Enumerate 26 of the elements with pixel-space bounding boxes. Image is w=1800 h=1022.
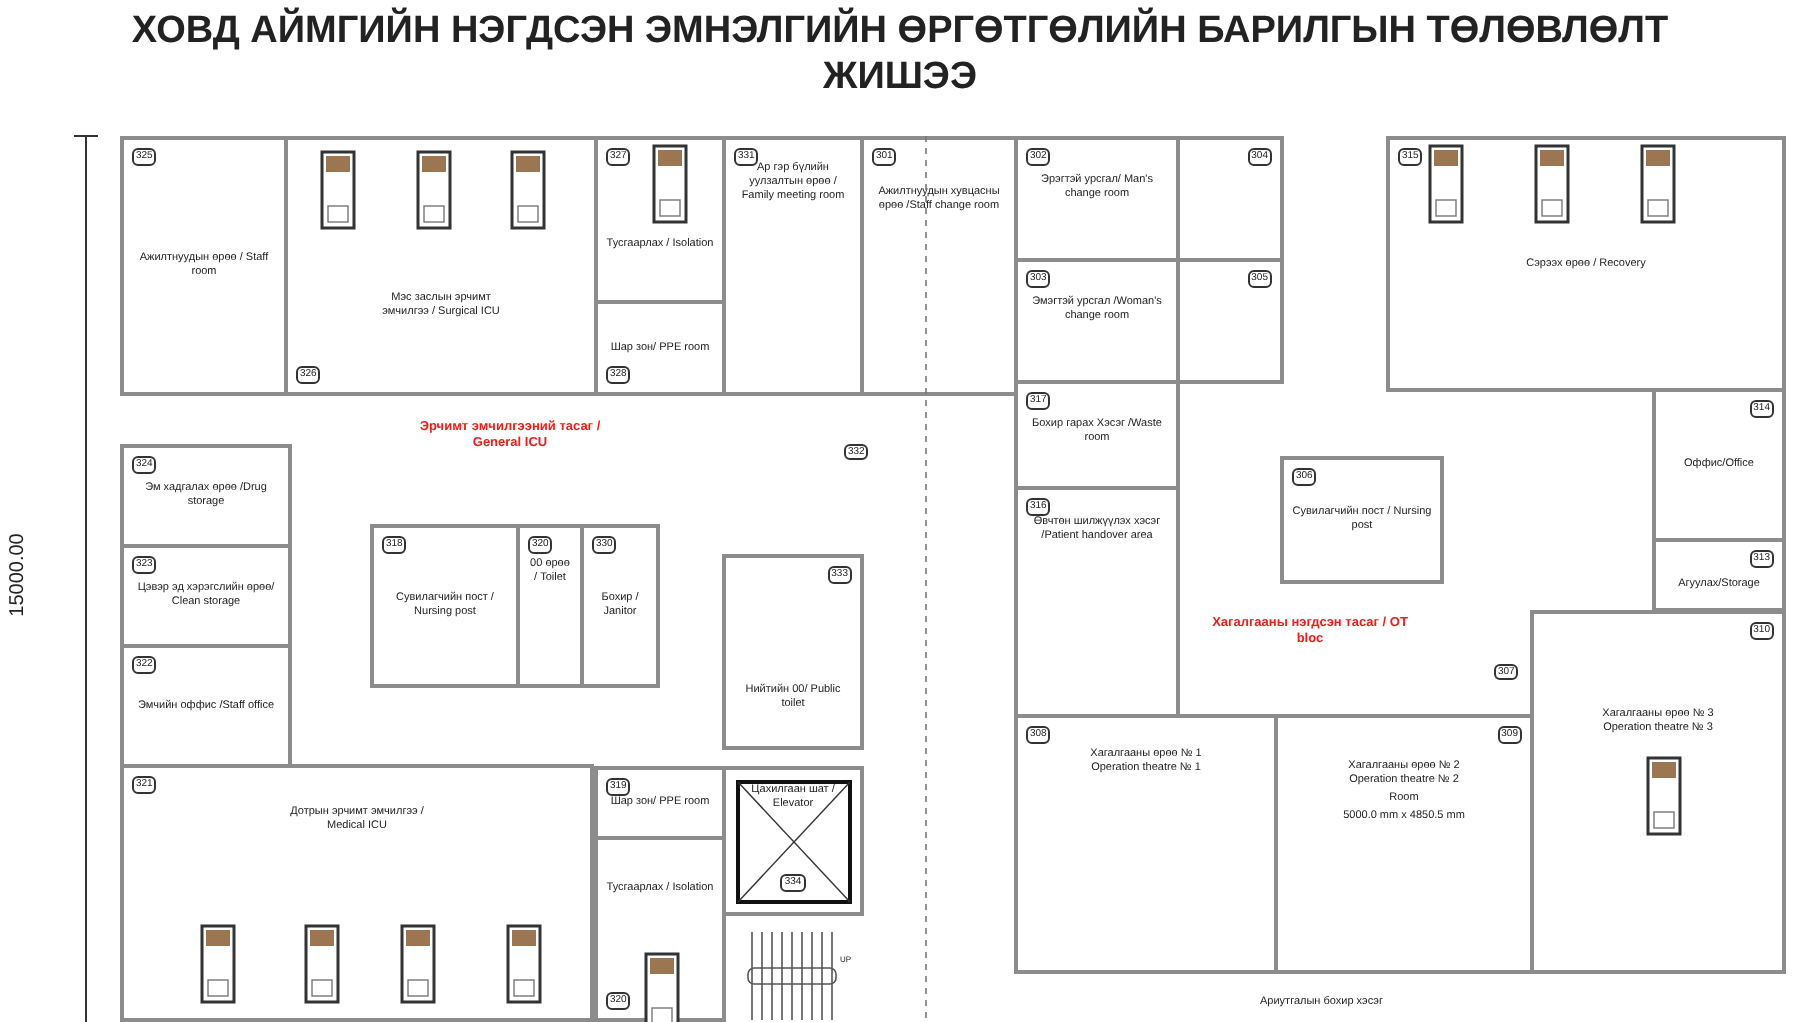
room (1280, 456, 1444, 584)
room (120, 644, 292, 768)
room (594, 766, 726, 840)
room (722, 136, 864, 396)
room (1274, 714, 1534, 974)
room (1014, 714, 1278, 974)
room (580, 524, 660, 688)
room (516, 524, 584, 688)
room (120, 544, 292, 648)
room (1530, 610, 1786, 974)
room (370, 524, 520, 688)
room (1014, 380, 1180, 490)
dimension-label: 15000.00 (6, 533, 29, 617)
room (722, 554, 864, 750)
room (1652, 538, 1786, 612)
room (120, 444, 292, 548)
room (1176, 136, 1284, 262)
room (1176, 258, 1284, 384)
room (860, 136, 1018, 396)
room (594, 836, 726, 1022)
room (120, 136, 288, 396)
room (1014, 486, 1180, 718)
room (1652, 388, 1786, 542)
diagram-title: ХОВД АЙМГИЙН НЭГДСЭН ЭМНЭЛГИЙН ӨРГӨТГӨЛИЙН БАРИЛГЫН ТӨЛӨВЛӨЛТ ЖИШЭЭ (129, 8, 1671, 100)
room (1386, 136, 1786, 392)
room (120, 764, 594, 1022)
